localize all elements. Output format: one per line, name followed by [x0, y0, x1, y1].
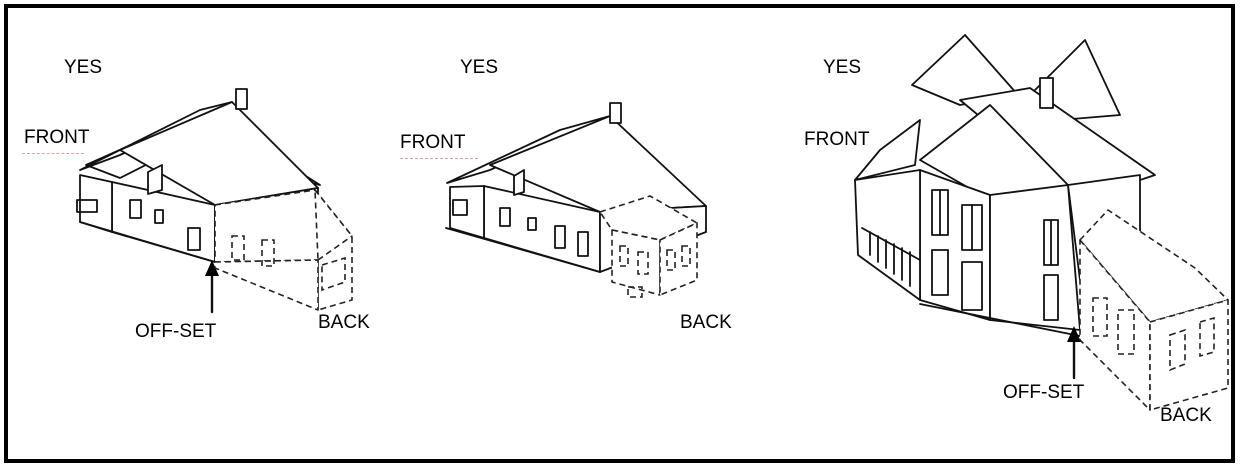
- panel-1-back-label: BACK: [318, 312, 370, 333]
- panel-3-offset-label: OFF-SET: [1003, 382, 1085, 403]
- panel-1-front-label: FRONT: [24, 127, 90, 148]
- panel-1-offset-label: OFF-SET: [135, 321, 217, 342]
- panel-2-front-label: FRONT: [400, 132, 466, 153]
- panel-1-front-underline: [22, 153, 84, 154]
- panel-2-yes-label: YES: [460, 57, 499, 78]
- panel-3-front-label: FRONT: [804, 129, 870, 150]
- panel-3-back-label: BACK: [1160, 405, 1212, 426]
- panel-1-yes-label: YES: [64, 57, 103, 78]
- panel-2-front-underline: [400, 158, 478, 159]
- panel-2-back-label: BACK: [680, 312, 732, 333]
- panel-3-yes-label: YES: [823, 57, 862, 78]
